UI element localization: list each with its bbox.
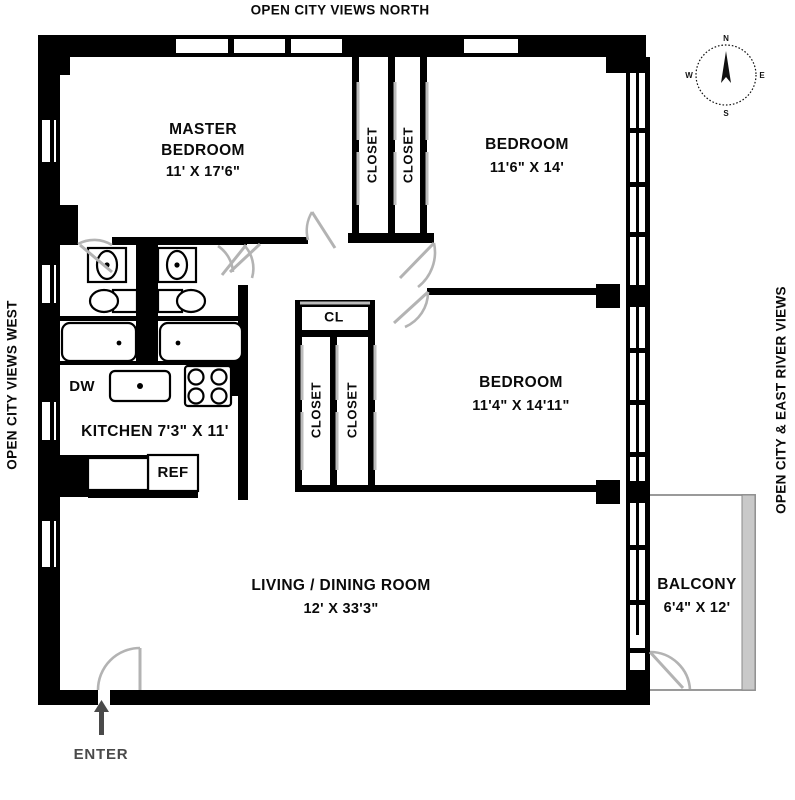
master-bedroom-dimensions: 11' X 17'6" xyxy=(166,164,240,180)
east-view-label: OPEN CITY & EAST RIVER VIEWS xyxy=(774,286,789,514)
entry-marker: ENTER xyxy=(74,700,129,763)
door-swings xyxy=(77,211,692,691)
living-dining-dimensions: 12' X 33'3" xyxy=(303,601,378,617)
master-bedroom-label-line2: BEDROOM xyxy=(161,142,245,159)
compass-east-label: E xyxy=(759,71,765,80)
refrigerator xyxy=(146,453,200,493)
dishwasher-label: DW xyxy=(69,378,95,395)
master-closet-label: CLOSET xyxy=(364,127,379,183)
hall-closet-label: CL xyxy=(324,309,344,325)
exterior-walls xyxy=(38,35,650,705)
bedroom-2-label: BEDROOM xyxy=(485,136,569,153)
bedroom-2-dimensions: 11'6" X 14' xyxy=(490,160,564,176)
appliance-labels: DW REF xyxy=(69,378,188,481)
north-view-label: OPEN CITY VIEWS NORTH xyxy=(251,3,430,18)
bedroom3-closet-a-label: CLOSET xyxy=(308,382,323,438)
west-view-label: OPEN CITY VIEWS WEST xyxy=(5,300,20,470)
master-bedroom-label-line1: MASTER xyxy=(169,121,237,138)
kitchen-counter xyxy=(86,456,150,492)
bathroom-fixtures xyxy=(60,246,248,365)
balcony-label: BALCONY xyxy=(657,576,737,593)
kitchen-fixtures xyxy=(86,364,233,493)
compass-needle-icon xyxy=(721,51,731,83)
bedroom2-closet-label: CLOSET xyxy=(400,127,415,183)
toilet-right-bowl xyxy=(175,288,207,314)
kitchen-label: KITCHEN 7'3" X 11' xyxy=(81,423,229,440)
orientation-labels: OPEN CITY VIEWS NORTH OPEN CITY VIEWS WE… xyxy=(5,3,789,514)
compass-north-label: N xyxy=(723,34,729,43)
balcony-railing xyxy=(741,494,756,691)
east-window-wall xyxy=(596,57,650,690)
compass-rose: N E S W xyxy=(685,34,765,118)
bathtub-left xyxy=(60,321,138,363)
closet-labels: CLOSET CLOSET CL CLOSET CLOSET xyxy=(308,127,415,438)
closet-rods xyxy=(300,82,429,470)
enter-label: ENTER xyxy=(74,746,129,763)
refrigerator-label: REF xyxy=(158,464,189,481)
toilet-left-bowl xyxy=(88,288,120,314)
compass-west-label: W xyxy=(685,71,693,80)
balcony-structure xyxy=(650,494,756,691)
compass-south-label: S xyxy=(723,109,729,118)
living-dining-label: LIVING / DINING ROOM xyxy=(251,577,430,594)
bedroom3-closet-b-label: CLOSET xyxy=(344,382,359,438)
bedroom-3-dimensions: 11'4" X 14'11" xyxy=(472,398,569,414)
enter-arrow-icon xyxy=(94,700,109,735)
balcony-dimensions: 6'4" X 12' xyxy=(664,600,731,616)
bedroom-3-label: BEDROOM xyxy=(479,374,563,391)
bathtub-right xyxy=(158,321,244,363)
room-labels: MASTER BEDROOM 11' X 17'6" BEDROOM 11'6"… xyxy=(81,121,737,617)
